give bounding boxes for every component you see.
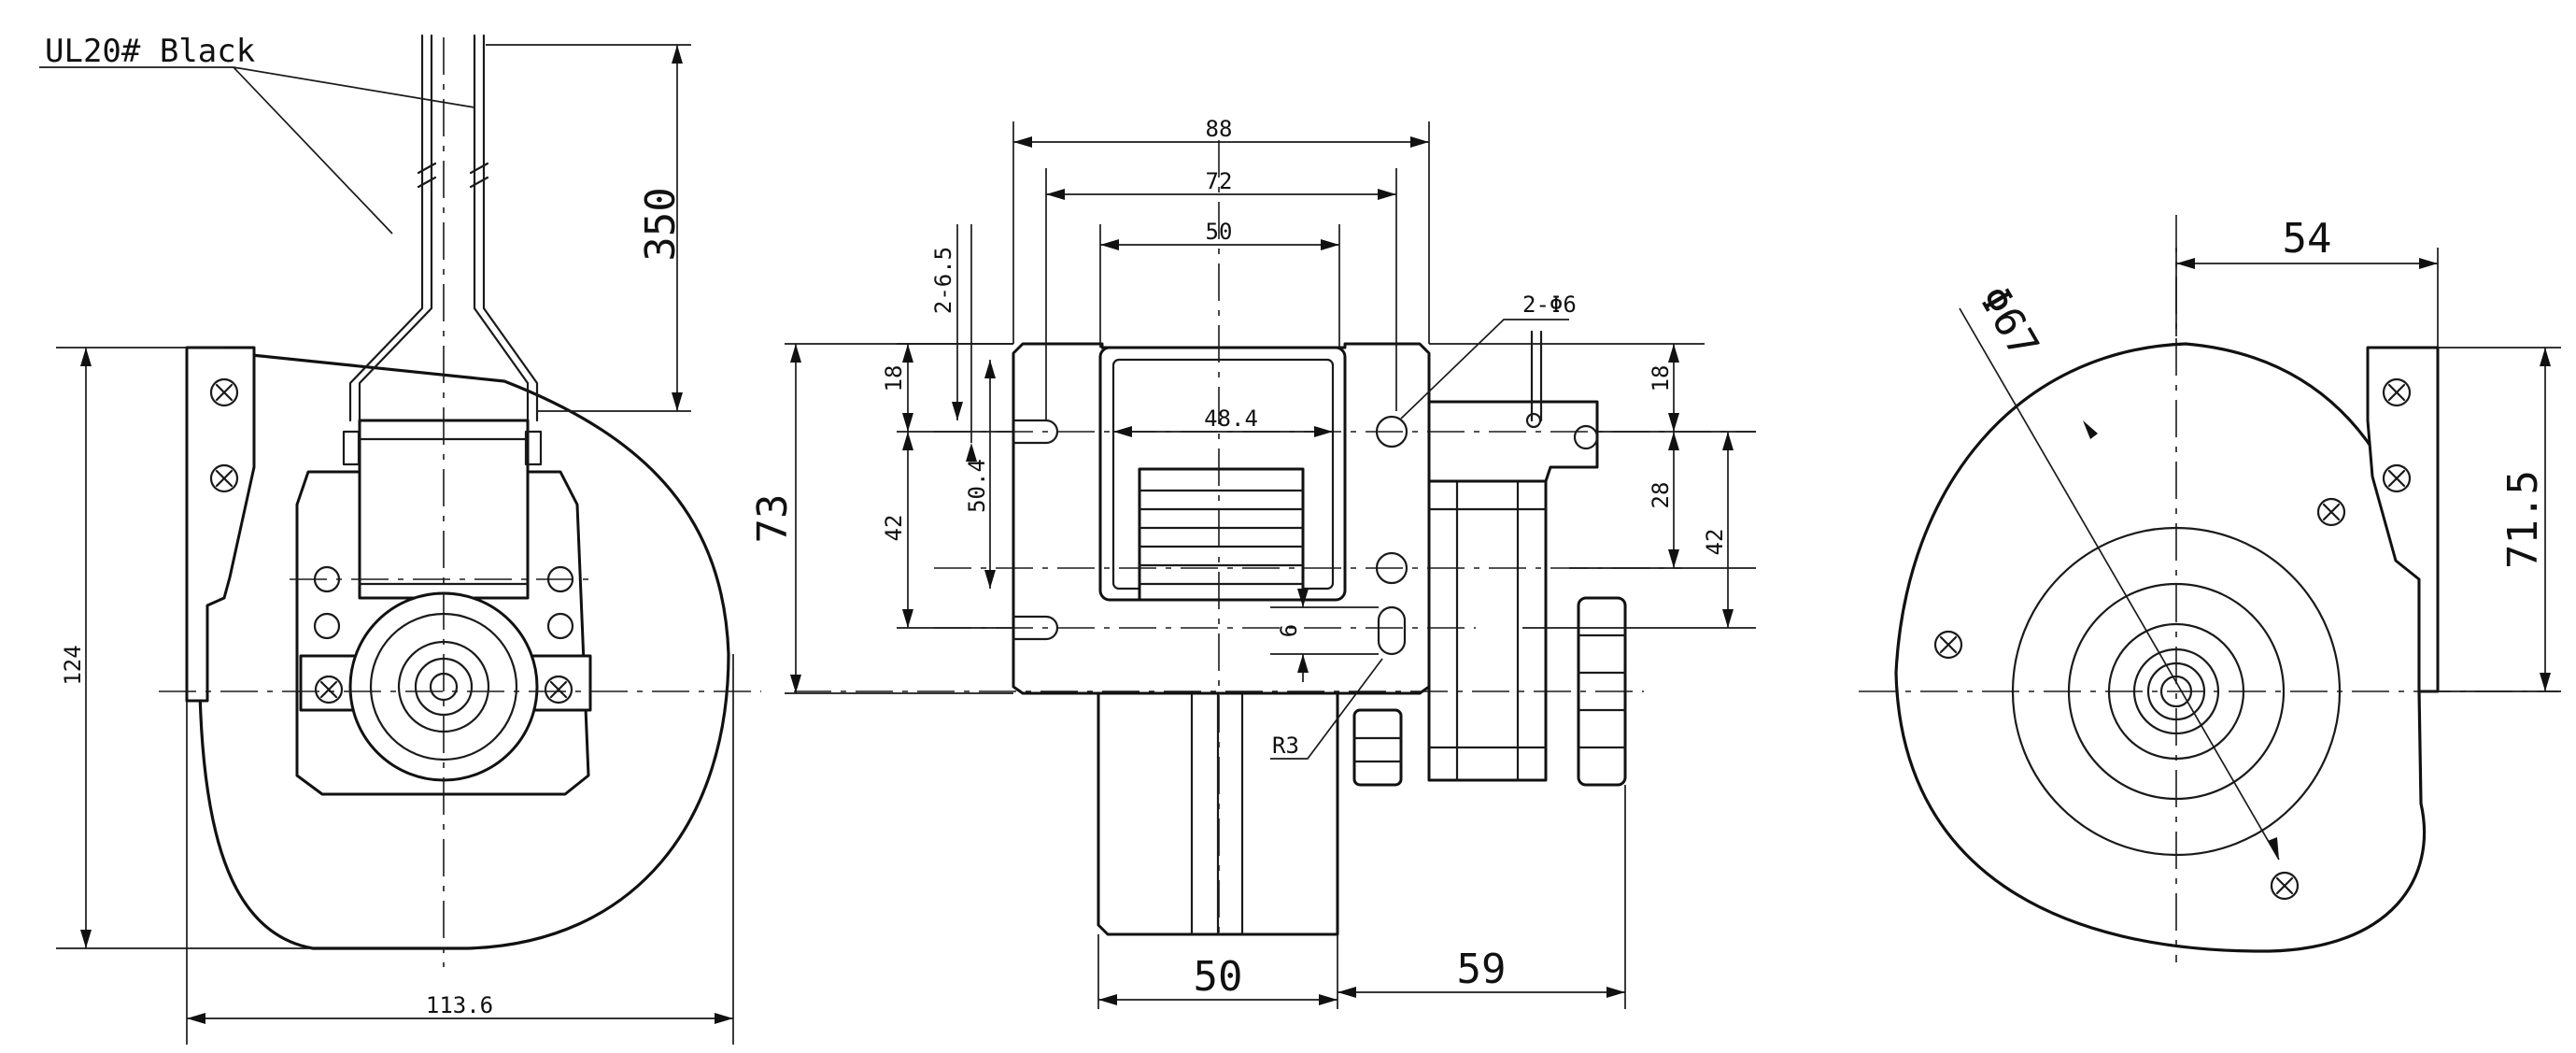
middle-impeller	[1138, 467, 1305, 602]
dim-71-5: 71.5	[2499, 470, 2547, 569]
dim-18-right: 18	[1648, 365, 1674, 392]
dim-54: 54	[2283, 215, 2332, 263]
left-lead-wires	[348, 34, 539, 422]
dim-42-left: 42	[881, 515, 907, 542]
radius-label: R3	[1272, 733, 1299, 759]
dim-88: 88	[1206, 116, 1233, 142]
dim-slot-width: 2-6.5	[930, 247, 956, 314]
dim-113-6: 113.6	[426, 992, 493, 1018]
wire-note-label: UL20# Black	[45, 33, 255, 70]
right-flange	[2366, 346, 2440, 693]
left-flange	[185, 346, 256, 703]
left-housing	[198, 351, 730, 950]
diameter-label: Φ67	[1970, 278, 2048, 366]
dim-18-left: 18	[881, 365, 907, 392]
right-view	[1859, 215, 2561, 962]
left-coil	[358, 419, 530, 600]
dim-50-bottom: 50	[1194, 953, 1243, 1001]
middle-rotor-left	[1352, 708, 1403, 787]
dim-28-right: 28	[1648, 482, 1674, 509]
left-view	[39, 34, 761, 1045]
dim-124: 124	[60, 645, 86, 685]
middle-slot	[1377, 605, 1407, 656]
dim-59: 59	[1457, 946, 1507, 993]
dim-6: 6	[1276, 624, 1302, 637]
right-housing	[1894, 342, 2427, 953]
middle-motor	[1427, 479, 1548, 782]
dim-350: 350	[637, 187, 685, 261]
dim-48-4: 48.4	[1204, 406, 1258, 432]
dim-42-right: 42	[1702, 529, 1728, 556]
mounting-holes-label: 2-Φ6	[1522, 292, 1577, 318]
dim-50-top: 50	[1206, 219, 1233, 245]
dim-72: 72	[1206, 168, 1233, 194]
dim-50-4: 50.4	[964, 459, 990, 513]
dim-73: 73	[749, 494, 797, 544]
middle-view	[785, 121, 1756, 1009]
